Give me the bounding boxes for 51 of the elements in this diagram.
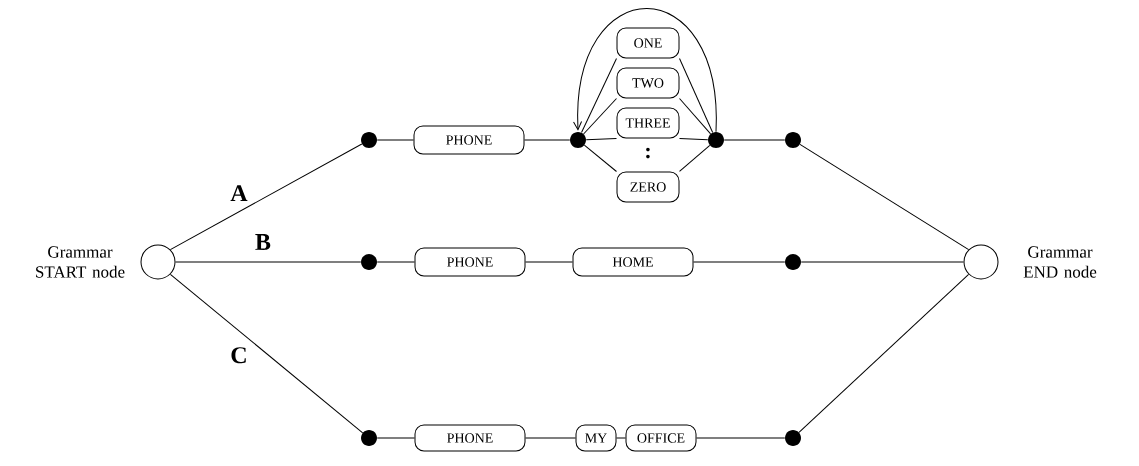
start-end-circle xyxy=(963,244,999,280)
start-end-circle xyxy=(140,244,176,280)
state-dot xyxy=(361,132,377,148)
word-box: PHONE xyxy=(413,125,525,155)
connector-line xyxy=(693,261,786,263)
connector-line xyxy=(799,143,970,251)
connector-line xyxy=(169,143,363,251)
connector-line xyxy=(581,58,617,134)
word-box: HOME xyxy=(572,247,694,277)
state-dot xyxy=(361,430,377,446)
word-box: THREE xyxy=(616,107,680,139)
state-dot xyxy=(785,132,801,148)
connector-line xyxy=(376,261,415,263)
ellipsis: : xyxy=(646,147,650,159)
word-box: PHONE xyxy=(414,424,526,452)
connector-line xyxy=(524,139,571,141)
connector-line xyxy=(175,261,362,263)
connector-line xyxy=(679,58,714,133)
connector-line xyxy=(169,273,364,434)
connector-line xyxy=(679,138,709,141)
connector-line xyxy=(696,437,786,439)
state-dot xyxy=(785,430,801,446)
connector-line xyxy=(679,144,711,172)
connector-line xyxy=(525,437,576,439)
arrow xyxy=(573,8,717,133)
connector-line xyxy=(679,98,712,135)
connector-line xyxy=(798,273,970,433)
word-box: TWO xyxy=(616,67,680,99)
connector-line xyxy=(723,139,786,141)
word-box: OFFICE xyxy=(625,424,697,452)
state-dot xyxy=(570,132,586,148)
path-letter: C xyxy=(229,346,249,365)
connector-line xyxy=(583,144,617,172)
connector-line xyxy=(800,261,964,263)
connector-line xyxy=(616,437,626,439)
path-letter: B xyxy=(253,233,272,251)
connector-line xyxy=(585,138,617,141)
word-box: ONE xyxy=(616,27,680,59)
node-caption: Grammar END node xyxy=(1023,246,1097,278)
word-box: MY xyxy=(575,424,617,452)
word-box: ZERO xyxy=(616,171,680,203)
connector-line xyxy=(376,437,415,439)
state-dot xyxy=(785,254,801,270)
connector-line xyxy=(376,139,414,141)
state-dot xyxy=(361,254,377,270)
path-letter: A xyxy=(229,184,249,202)
connector-line xyxy=(525,261,573,263)
node-caption: Grammar START node xyxy=(36,246,125,278)
state-dot xyxy=(708,132,724,148)
word-box: PHONE xyxy=(414,247,526,277)
connector-line xyxy=(583,98,617,135)
